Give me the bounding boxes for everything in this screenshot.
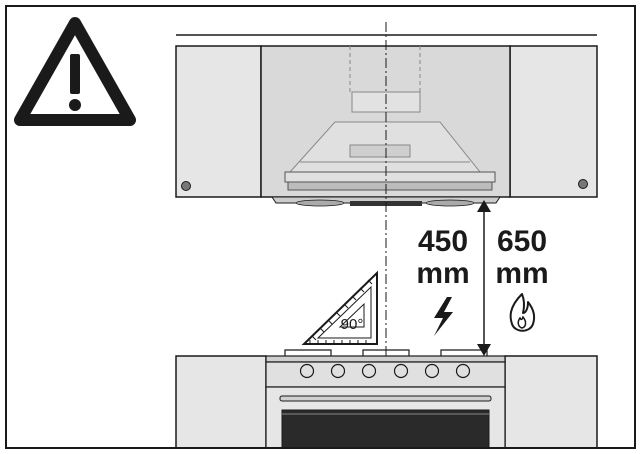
electric-distance-value: 450 <box>418 225 468 258</box>
cabinet-knob-left <box>181 181 191 191</box>
wall-cabinet-right <box>509 45 598 198</box>
warning-triangle-icon <box>14 17 136 126</box>
control-knob <box>330 363 346 379</box>
cooktop-oven <box>265 349 506 447</box>
gas-flame-icon <box>509 293 536 332</box>
lightning-bolt-icon <box>434 297 453 336</box>
control-knob <box>424 363 440 379</box>
base-cabinet-right <box>504 355 598 447</box>
set-square-icon: 90° <box>301 270 378 345</box>
control-knob <box>455 363 471 379</box>
electric-distance-unit: mm <box>416 257 469 290</box>
cabinet-knob-right <box>578 179 588 189</box>
control-knob <box>299 363 315 379</box>
oven-window <box>281 409 490 447</box>
gas-distance-unit: mm <box>495 257 548 290</box>
set-square-label: 90° <box>341 316 364 333</box>
oven-handle <box>279 395 492 402</box>
clearance-dimension <box>477 200 491 356</box>
base-cabinet-left <box>175 355 267 447</box>
wall-cabinet-left <box>175 45 262 198</box>
gas-distance-value: 650 <box>497 225 547 258</box>
control-knob <box>393 363 409 379</box>
diagram-frame <box>5 5 636 449</box>
control-knob <box>361 363 377 379</box>
